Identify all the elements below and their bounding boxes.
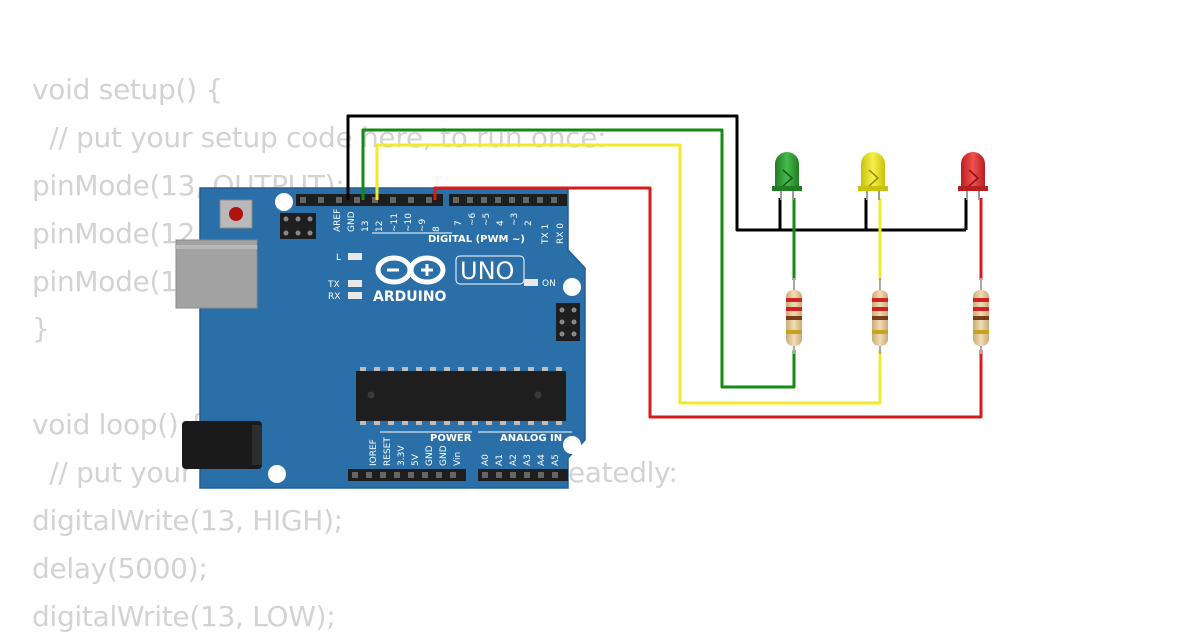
digital-header-right: [449, 194, 567, 206]
arduino-uno-board[interactable]: AREF GND 13 12 ~11 ~10 ~9 8 7 ~6 ~5 4 ~3…: [175, 187, 586, 489]
tx-label: TX: [327, 280, 340, 290]
power-header: [348, 469, 466, 481]
digital-header-left: [296, 194, 443, 206]
resistor-yellow-branch[interactable]: [872, 278, 888, 354]
pin-label-a4: A4: [537, 454, 547, 466]
pin-label-9: ~9: [418, 218, 428, 232]
wire-black-ground[interactable]: [346, 114, 966, 232]
usb-connector: [175, 239, 258, 309]
pin-label-3v3: 3.3V: [397, 445, 407, 466]
code-line: digitalWrite(13, HIGH);: [32, 504, 343, 538]
pin-label-3: ~3: [510, 213, 520, 226]
pin-label-rx0: RX 0: [556, 223, 566, 244]
uno-model: UNO: [460, 257, 514, 285]
atmega-chip: [356, 367, 566, 425]
red-led[interactable]: [958, 152, 988, 200]
usb-highlight: [176, 245, 257, 249]
pin-label-a0: A0: [481, 454, 491, 466]
icsp-header-top: [280, 213, 316, 239]
reset-button-cap: [229, 207, 243, 221]
pin-label-aref: AREF: [333, 209, 343, 232]
pin-label-a5: A5: [551, 454, 561, 466]
power-label: POWER: [430, 433, 472, 444]
code-line: delay(5000);: [32, 551, 208, 585]
pin-label-11: ~11: [390, 213, 400, 232]
wire-yellow-pin12[interactable]: [375, 143, 882, 405]
mounting-hole: [275, 193, 293, 211]
mounting-hole: [268, 465, 286, 483]
digital-label: DIGITAL (PWM ~): [428, 234, 525, 245]
pin-label-12: 12: [375, 221, 385, 232]
arduino-brand: ARDUINO: [373, 289, 447, 305]
pin-label-a3: A3: [523, 454, 533, 466]
analog-header: [478, 469, 568, 481]
analog-label: ANALOG IN: [500, 433, 562, 444]
icsp-header-right: [556, 303, 580, 341]
rx-indicator: [348, 292, 362, 299]
wire-green-pin13[interactable]: [361, 128, 796, 389]
reset-button[interactable]: [219, 199, 253, 229]
pin-label-5v: 5V: [411, 453, 421, 466]
l-indicator: [348, 253, 362, 260]
l-label: L: [336, 253, 341, 263]
rx-label: RX: [328, 292, 340, 302]
pin-label-7: 7: [454, 220, 464, 226]
pin-label-10: ~10: [404, 213, 414, 232]
pin-label-8: 8: [432, 226, 442, 232]
on-label: ON: [542, 279, 556, 289]
pin-label-ioref: IOREF: [369, 439, 379, 466]
power-jack-edge: [252, 425, 262, 465]
uno-badge-frame: [455, 255, 525, 285]
on-indicator: [524, 279, 538, 286]
mounting-hole: [563, 436, 581, 454]
pin-label-5: ~5: [482, 213, 492, 226]
pin-label-gnd: GND: [347, 211, 357, 232]
power-jack: [182, 421, 262, 469]
wire-red-pin8[interactable]: [433, 186, 983, 419]
pin-label-gnd-2: GND: [439, 445, 449, 466]
pin-label-vin: Vin: [453, 452, 463, 466]
pin-label-tx1: TX 1: [541, 224, 551, 245]
resistor-red-branch[interactable]: [973, 278, 989, 354]
pin-label-gnd-1: GND: [425, 445, 435, 466]
pin-label-a2: A2: [509, 454, 519, 466]
pin-label-4: 4: [496, 220, 506, 226]
pin-label-2: 2: [524, 220, 534, 226]
tx-indicator: [348, 280, 362, 287]
mounting-hole: [563, 278, 581, 296]
code-line: void setup() {: [32, 73, 223, 106]
yellow-led[interactable]: [858, 152, 888, 200]
pin-label-a1: A1: [495, 454, 505, 466]
code-line: }: [32, 312, 50, 346]
pin-label-13: 13: [361, 221, 371, 232]
arduino-logo-icon: [375, 255, 446, 285]
pin-label-reset: RESET: [383, 437, 393, 466]
pin-label-6: ~6: [468, 212, 478, 226]
code-line: digitalWrite(13, LOW);: [32, 599, 336, 633]
green-led[interactable]: [772, 152, 802, 200]
resistor-green-branch[interactable]: [786, 278, 802, 354]
code-line: // put your setup code here, to run once…: [32, 120, 607, 154]
